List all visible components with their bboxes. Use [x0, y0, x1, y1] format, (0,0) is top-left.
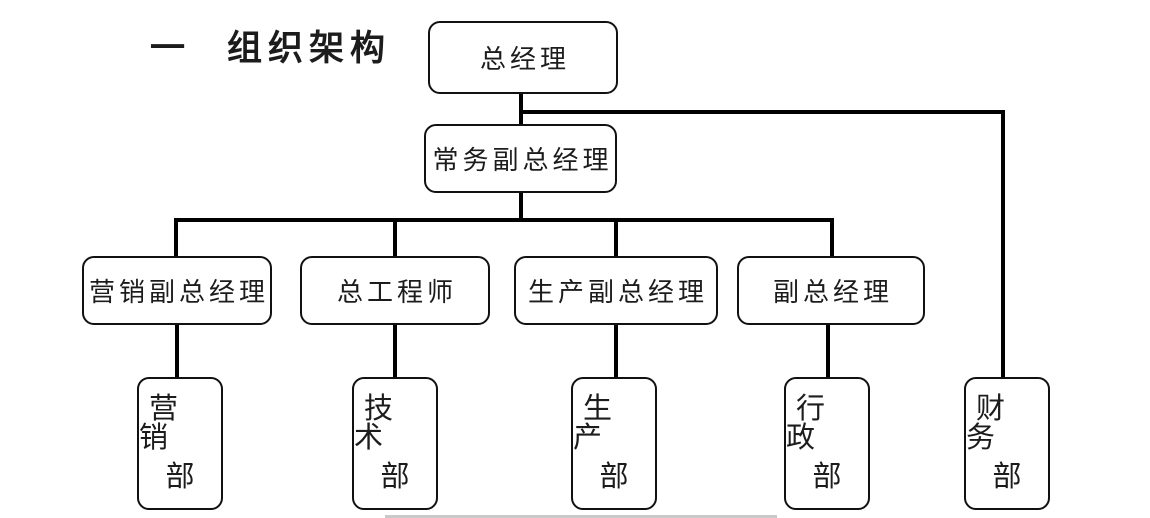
org-node-label: 营销副总经理	[88, 278, 269, 307]
org-node-marketing-department: 营销部	[137, 377, 223, 510]
org-node-label: 总工程师	[336, 278, 457, 307]
org-node-label: 生产副总经理	[527, 278, 708, 307]
section-number: 一	[150, 29, 192, 68]
org-node-production-department: 生产部	[571, 377, 657, 510]
org-node-marketing-deputy-general-manager: 营销副总经理	[82, 256, 272, 325]
connector-line	[519, 192, 523, 220]
org-node-label: 部	[599, 461, 639, 493]
connector-line	[519, 110, 1005, 114]
org-node-label: 部	[812, 461, 852, 493]
org-node-label: 副总经理	[772, 278, 893, 307]
org-node-general-manager: 总经理	[428, 21, 618, 94]
org-node-administration-department: 行政部	[784, 377, 870, 510]
connector-line	[1001, 110, 1005, 377]
org-node-label: 部	[380, 461, 420, 493]
connector-line	[614, 324, 618, 377]
section-title: 一组织架构	[150, 20, 391, 71]
org-node-label: 技术	[354, 393, 404, 454]
org-node-label: 部	[992, 461, 1032, 493]
connector-line	[826, 324, 830, 377]
org-node-technology-department: 技术部	[352, 377, 438, 510]
connector-line	[175, 324, 179, 377]
org-node-label: 部	[165, 461, 205, 493]
org-node-executive-deputy-general-manager: 常务副总经理	[424, 124, 617, 193]
section-title-text: 组织架构	[227, 29, 392, 68]
org-node-label: 财务	[966, 393, 1016, 454]
org-node-production-deputy-general-manager: 生产副总经理	[514, 256, 718, 325]
connector-line	[830, 220, 834, 256]
org-node-label: 总经理	[479, 45, 570, 74]
connector-line	[174, 220, 178, 256]
org-node-chief-engineer: 总工程师	[300, 256, 490, 325]
connector-line	[393, 324, 397, 377]
org-node-deputy-general-manager: 副总经理	[737, 256, 925, 325]
connector-line	[393, 220, 397, 256]
org-node-label: 行政	[786, 393, 836, 454]
org-node-label: 营销	[139, 393, 189, 454]
connector-line	[519, 94, 523, 125]
connector-line	[174, 218, 834, 222]
cropped-content-fragment	[385, 515, 777, 518]
org-node-finance-department: 财务部	[964, 377, 1050, 510]
org-node-label: 常务副总经理	[432, 146, 613, 175]
connector-line	[614, 220, 618, 256]
org-node-label: 生产	[573, 393, 623, 454]
